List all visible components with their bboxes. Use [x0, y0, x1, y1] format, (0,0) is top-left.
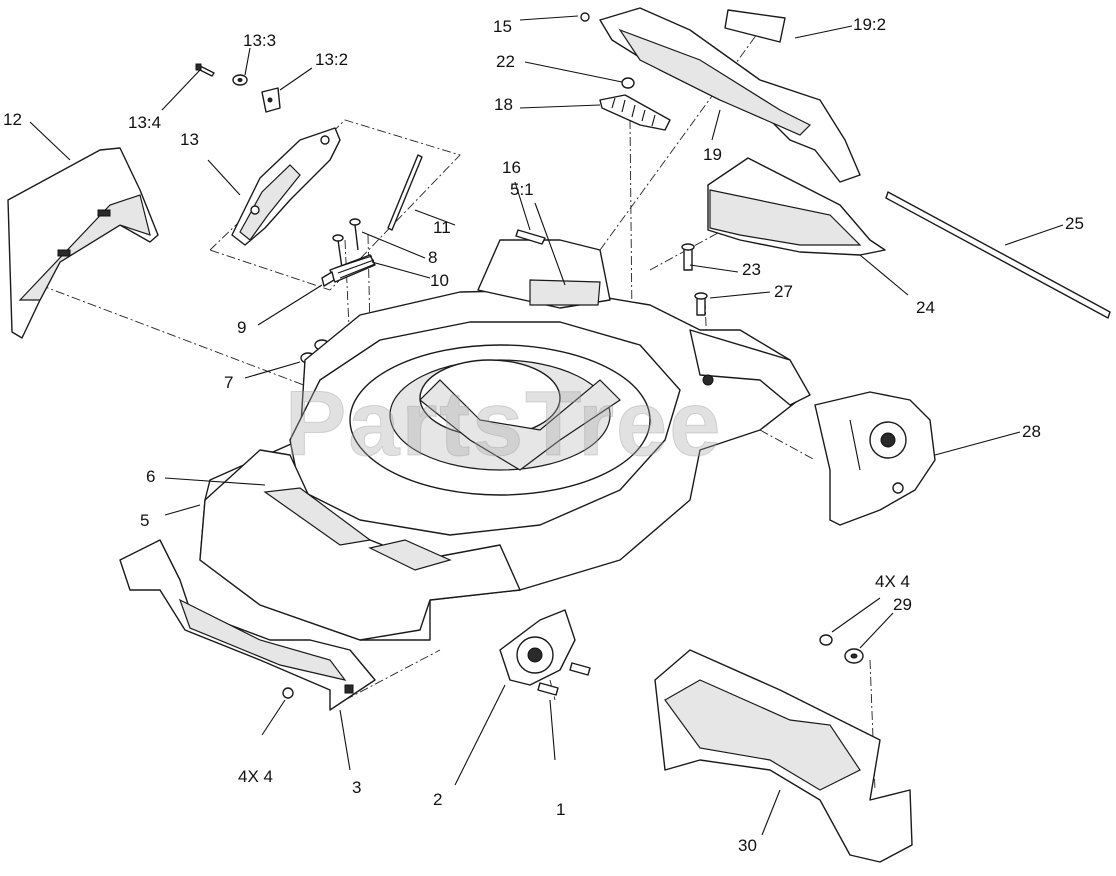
callout-18: 18	[494, 95, 513, 114]
part-12-rear-flap	[7, 147, 159, 339]
leader-lines	[29, 15, 1064, 836]
part-3-front-skirt	[119, 539, 376, 711]
callout-7: 7	[224, 373, 233, 392]
part-10-spring	[329, 254, 376, 283]
callout-2: 2	[433, 790, 442, 809]
callout-25: 25	[1065, 214, 1084, 233]
part-13-2-bracket	[261, 87, 281, 113]
callout-3: 3	[352, 778, 361, 797]
part-22-nut	[621, 77, 635, 89]
callout-4x4-rear: 4X 4	[875, 572, 910, 591]
part-27-bolt	[694, 292, 708, 316]
part-18-spring	[599, 94, 671, 131]
callout-11: 11	[433, 218, 451, 237]
callout-13-3: 13:3	[243, 31, 276, 50]
callout-12: 12	[3, 110, 22, 129]
callout-1: 1	[556, 800, 565, 819]
callout-30: 30	[738, 836, 757, 855]
callout-15: 15	[493, 17, 512, 36]
callout-19: 19	[703, 145, 722, 164]
part-9-clip	[321, 271, 335, 287]
part-11-rod	[387, 154, 423, 231]
callout-9: 9	[237, 318, 246, 337]
callout-4x4-front: 4X 4	[238, 767, 273, 786]
part-13-height-lever	[231, 127, 341, 246]
callout-16: 16	[502, 158, 521, 177]
watermark: PartsTree	[285, 373, 722, 475]
callout-13: 13	[180, 130, 199, 149]
part-23-bolt	[681, 243, 695, 271]
part-25-rod	[885, 191, 1111, 319]
part-29-nut-washer	[819, 634, 864, 664]
part-19-2-decal	[724, 9, 786, 43]
callout-labels: 1 2 3 4X 4 5 5:1 6 7 8 9 10 11 12 13 13:…	[3, 15, 1084, 855]
part-13-4-screw	[195, 63, 215, 77]
callout-5-1: 5:1	[510, 180, 534, 199]
part-24-chute	[707, 157, 886, 256]
callout-10: 10	[430, 271, 449, 290]
callout-28: 28	[1022, 422, 1041, 441]
callout-5: 5	[140, 511, 149, 530]
callout-24: 24	[916, 298, 935, 317]
part-8-pins	[332, 218, 361, 269]
callout-13-4: 13:4	[128, 113, 161, 132]
callout-23: 23	[742, 260, 761, 279]
callout-19-2: 19:2	[853, 15, 886, 34]
part-2-wheel-bracket	[499, 609, 576, 686]
part-13-3-washer	[232, 74, 248, 86]
part-30-rear-guard	[654, 649, 913, 863]
callout-29: 29	[893, 595, 912, 614]
callout-6: 6	[146, 467, 155, 486]
callout-8: 8	[428, 248, 437, 267]
part-28-side-bracket	[814, 391, 936, 526]
part-19-handle-bracket	[599, 7, 861, 183]
part-15-clip	[580, 12, 590, 22]
mower-deck	[199, 239, 811, 641]
callout-13-2: 13:2	[315, 50, 348, 69]
part-1-bolts	[537, 662, 591, 696]
callout-27: 27	[774, 282, 793, 301]
callout-22: 22	[496, 52, 515, 71]
part-16-pin	[515, 229, 546, 245]
